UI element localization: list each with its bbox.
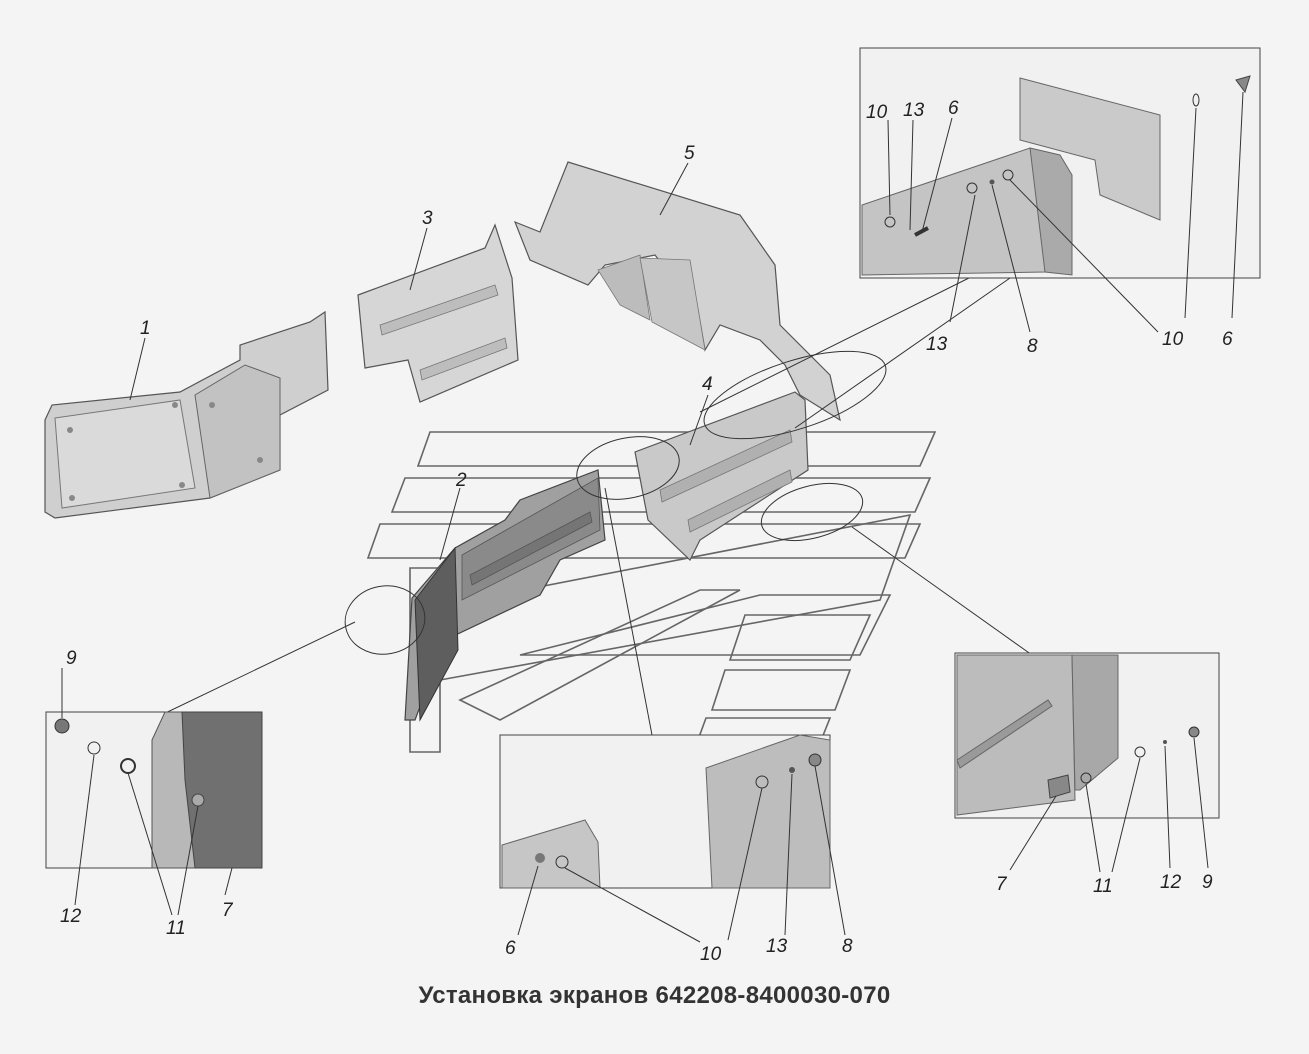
callout-10: 10 xyxy=(700,944,722,965)
detail-markers xyxy=(154,269,1033,736)
inset-bottom-center-callouts: 6 10 13 8 xyxy=(505,936,853,965)
inset-top-right-leaders xyxy=(887,91,1244,333)
callout-12: 12 xyxy=(1160,872,1182,893)
callout-13: 13 xyxy=(926,334,948,355)
main-leaders xyxy=(129,162,709,561)
callout-6: 6 xyxy=(1222,329,1233,350)
callout-6: 6 xyxy=(505,938,516,959)
callout-9: 9 xyxy=(1202,872,1213,893)
callout-part-2: 2 xyxy=(455,470,467,491)
inset-top-right-callouts: 10 13 6 13 8 10 6 xyxy=(866,98,1233,357)
inset-bottom-right-leaders xyxy=(1009,737,1209,873)
inset-top-right xyxy=(859,47,1261,279)
inset-bottom-center xyxy=(499,734,831,889)
callout-part-4: 4 xyxy=(702,374,713,395)
callout-9: 9 xyxy=(66,648,77,669)
callout-13: 13 xyxy=(903,100,925,121)
callout-part-5: 5 xyxy=(684,143,695,164)
callout-8: 8 xyxy=(1027,336,1038,357)
callout-7: 7 xyxy=(222,900,234,921)
part-1-panel xyxy=(44,310,329,519)
callout-12: 12 xyxy=(60,906,82,927)
callout-part-1: 1 xyxy=(140,318,151,339)
inset-left-leaders xyxy=(61,668,233,916)
callout-11: 11 xyxy=(1093,876,1113,897)
inset-left-callouts: 9 12 11 7 xyxy=(60,648,234,939)
callout-10: 10 xyxy=(866,102,888,123)
callout-part-3: 3 xyxy=(422,208,433,229)
part-2-panel xyxy=(404,469,606,722)
diagram-title: Установка экранов 642208-8400030-070 xyxy=(418,982,891,1009)
callout-11: 11 xyxy=(166,918,186,939)
callout-8: 8 xyxy=(842,936,853,957)
callout-13: 13 xyxy=(766,936,788,957)
inset-left xyxy=(45,711,263,869)
part-4-panel xyxy=(634,391,809,561)
main-callouts: 1 2 3 4 5 xyxy=(140,143,713,491)
callout-6: 6 xyxy=(948,98,959,119)
inset-bottom-right-callouts: 7 11 12 9 xyxy=(996,872,1213,897)
callout-7: 7 xyxy=(996,874,1008,895)
callout-10: 10 xyxy=(1162,329,1184,350)
part-5-panel xyxy=(513,161,841,422)
inset-bottom-center-leaders xyxy=(517,765,846,943)
part-3-panel xyxy=(357,223,519,403)
